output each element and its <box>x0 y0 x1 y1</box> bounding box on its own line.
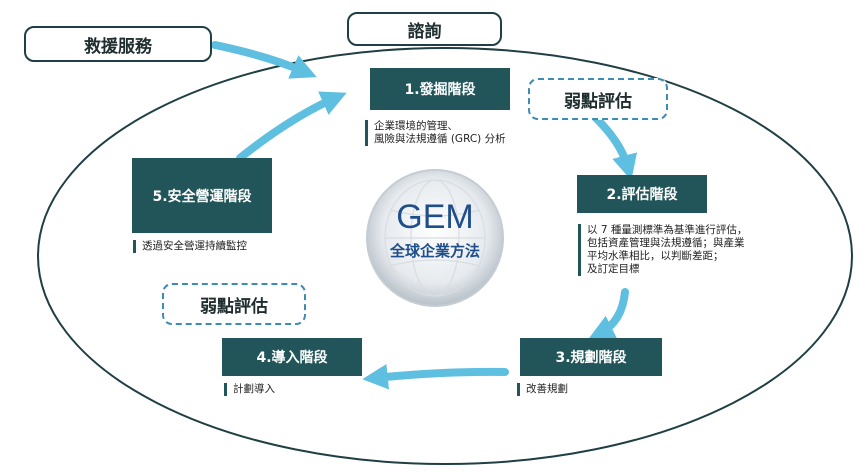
consult-label: 諮詢 <box>347 12 502 46</box>
stage-1-discover: 1.發掘階段 <box>370 68 510 110</box>
stage-1-desc: 企業環境的管理、 風險與法規遵循 (GRC) 分析 <box>365 120 585 146</box>
arrow-plan-to-implement <box>362 363 509 390</box>
stage-4-desc: 計劃導入 <box>224 383 324 396</box>
rescue-service-label: 救援服務 <box>24 26 212 62</box>
stage-5-desc: 透過安全營運持續監控 <box>133 240 303 253</box>
stage-2-desc: 以 7 種量測標準為基準進行評估， 包括資產管理與法規遵循；與產業 平均水準相比… <box>578 224 823 276</box>
gem-subtitle: 全球企業方法 <box>389 242 480 260</box>
vulnerability-assessment-top: 弱點評估 <box>528 78 668 120</box>
stage-3-desc: 改善規劃 <box>517 383 617 396</box>
stage-5-security-ops: 5.安全營運階段 <box>132 158 272 233</box>
vulnerability-assessment-left: 弱點評估 <box>162 283 306 325</box>
globe-lines <box>384 179 486 297</box>
stage-2-assess: 2.評估階段 <box>577 175 707 213</box>
arrow-assess-to-plan <box>588 288 629 339</box>
stage-3-plan: 3.規劃階段 <box>520 338 662 376</box>
gem-title: GEM <box>396 198 474 236</box>
arrow-rescue-to-discover <box>211 41 317 79</box>
arrow-security-to-discover <box>236 91 347 162</box>
stage-4-implement: 4.導入階段 <box>222 338 362 376</box>
cycle-ellipse <box>37 47 853 465</box>
